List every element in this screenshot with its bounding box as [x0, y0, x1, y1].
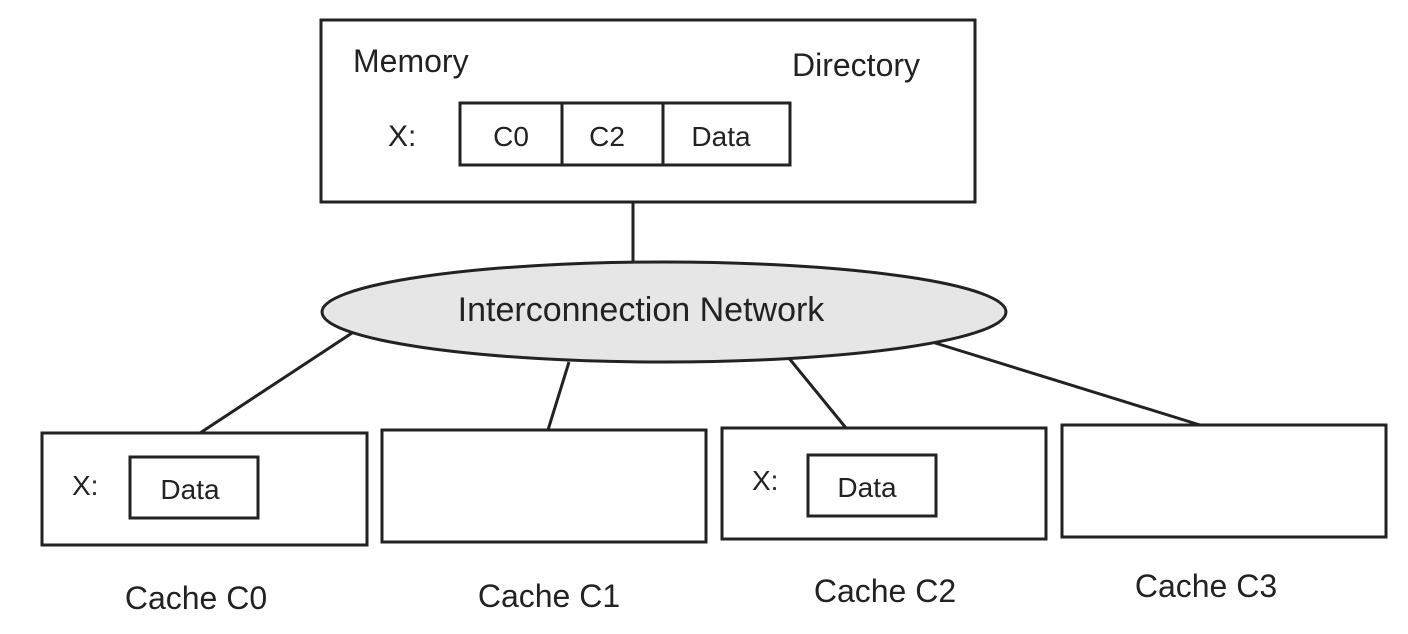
link-cache-c0	[199, 331, 353, 435]
link-cache-c2	[786, 356, 848, 429]
directory-field-c0-label: C0	[493, 121, 529, 152]
cache-c1-name: Cache C1	[478, 578, 620, 614]
directory-entry: C0 C2 Data	[458, 101, 792, 167]
directory-label: Directory	[792, 47, 920, 83]
directory-field-c0	[458, 101, 564, 167]
cache-c1: Cache C1	[380, 428, 708, 614]
cache-c3-name: Cache C3	[1135, 568, 1277, 604]
cache-c0-address-label: X:	[72, 470, 98, 501]
directory-field-c2	[560, 101, 665, 167]
directory-field-data-label: Data	[691, 121, 751, 152]
cache-c2-data-field	[806, 453, 938, 518]
cache-c1-box	[380, 428, 708, 544]
memory-address-label: X:	[388, 120, 416, 153]
network-label: Interconnection Network	[458, 291, 826, 329]
directory-field-c2-label: C2	[589, 121, 625, 152]
cache-c0-name: Cache C0	[125, 580, 267, 616]
cache-c0: X: Data Cache C0	[40, 431, 369, 616]
memory-node: Memory Directory X: C0 C2 Data	[319, 18, 977, 204]
directory-field-data	[661, 101, 792, 167]
memory-title: Memory	[353, 43, 469, 79]
cache-c0-data-label: Data	[160, 474, 220, 505]
cache-c2-data-label: Data	[837, 472, 897, 503]
cache-c2-address-label: X:	[752, 465, 778, 496]
network-ellipse	[320, 260, 1008, 364]
cache-c3-box	[1060, 423, 1388, 539]
cache-c2-name: Cache C2	[814, 573, 956, 609]
link-cache-c3	[931, 340, 1201, 427]
cache-c2: X: Data Cache C2	[720, 426, 1048, 609]
cache-c0-data-field	[128, 455, 260, 520]
interconnection-network: Interconnection Network	[320, 260, 1008, 364]
cache-c3: Cache C3	[1060, 423, 1388, 604]
link-cache-c1	[546, 361, 571, 431]
